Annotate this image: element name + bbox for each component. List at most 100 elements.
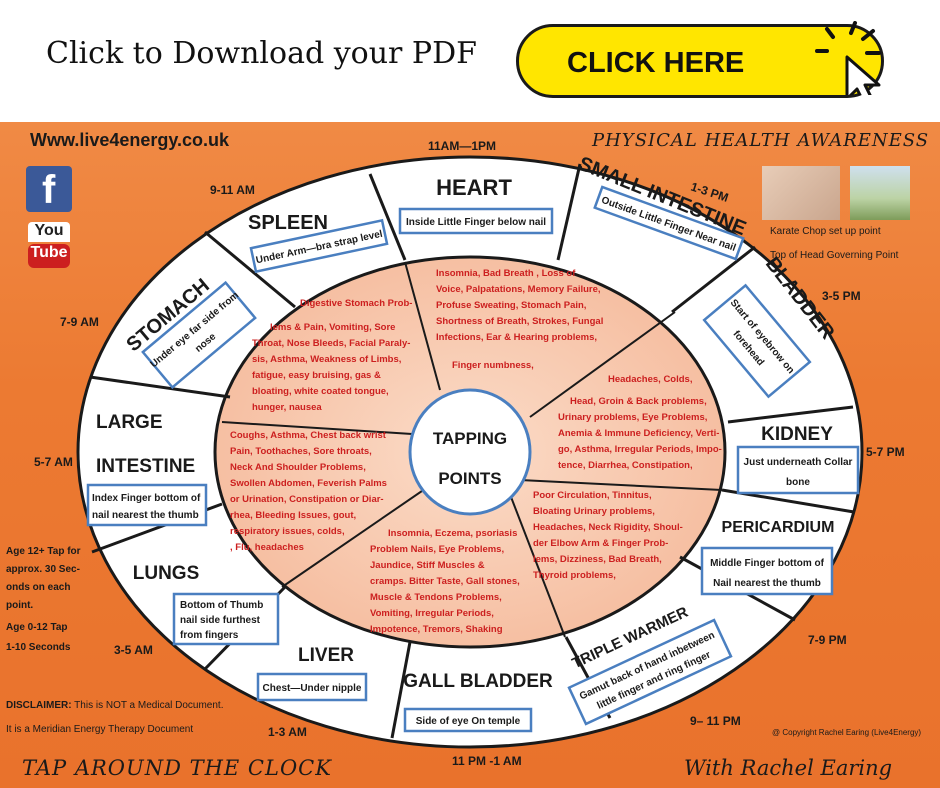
symptom-line: Problem Nails, Eye Problems, [370,544,504,555]
youtube-bottom: Tube [28,244,70,268]
time-5-7am: 5-7 AM [34,455,73,469]
meridian-pericardium: PERICARDIUM [722,519,835,536]
symptom-line: Headaches, Colds, [608,374,692,385]
point-kidney-1: Just underneath Collar [744,457,853,468]
symptoms-pericardium: Poor Circulation, Tinnitus, Bloating Uri… [533,490,683,581]
symptom-line: Headaches, Neck Rigidity, Shoul- [533,522,683,533]
point-large-intestine-2: nail nearest the thumb [92,510,199,521]
meridian-heart: HEART [436,175,512,200]
symptom-line: Pain, Toothaches, Sore throats, [230,446,372,457]
symptom-line: cramps. Bitter Taste, Gall stones, [370,576,520,587]
youtube-icon[interactable]: You Tube [28,222,70,270]
copyright-text: @ Copyright Rachel Earing (Live4Energy) [772,728,922,737]
disclaimer-label: DISCLAIMER: [6,700,72,711]
meridian-gall-bladder: GALL BLADDER [403,671,553,692]
point-lungs-1: Bottom of Thumb [180,600,263,611]
symptom-line: Throat, Nose Bleeds, Facial Paraly- [252,338,410,349]
symptom-line: respiratory issues, colds, [230,526,345,537]
center-label-1: TAPPING [433,429,507,448]
download-banner: Click to Download your PDF CLICK HERE [0,0,940,120]
symptoms-spleen: Digestive Stomach Prob- lems & Pain, Vom… [252,298,412,413]
point-box-gall-bladder [403,707,533,733]
age-note-5: Age 0-12 Tap [6,622,68,633]
point-box-liver [256,672,368,702]
pointer-cursor-icon [815,21,881,95]
symptom-line: fatigue, easy bruising, gas & [252,370,381,381]
point-gall-bladder: Side of eye On temple [416,716,521,727]
center-circle [408,388,532,516]
meridian-spleen: SPLEEN [248,212,328,234]
symptom-line: Coughs, Asthma, Chest back wrist [230,430,387,441]
symptom-line: Finger numbness, [452,360,534,371]
point-box-lungs [172,592,280,646]
point-lungs-2: nail side furthest [180,615,261,626]
point-box-pericardium [700,546,834,596]
age-note-1: Age 12+ Tap for [6,546,81,557]
point-box-stomach [141,280,257,390]
time-3-5pm: 3-5 PM [822,289,861,303]
symptom-line: Insomnia, Eczema, psoriasis [388,528,517,539]
point-kidney-2: bone [786,477,810,488]
age-note-3: onds on each [6,582,71,593]
symptom-line: Jaundice, Stiff Muscles & [370,560,485,571]
time-9-11am: 9-11 AM [210,183,255,197]
point-box-small-intestine [593,185,745,261]
symptom-line: Shortness of Breath, Strokes, Fungal [436,316,603,327]
symptom-line: tence, Diarrhea, Constipation, [558,460,693,471]
symptom-line: Urinary problems, Eye Problems, [558,412,707,423]
click-here-label: CLICK HERE [567,47,745,79]
meridian-clock-diagram: TAPPING POINTS HEART SMALL INTESTINE BLA… [34,139,905,768]
footer-right: With Rachel Earing [684,756,893,780]
point-liver: Chest—Under nipple [263,683,362,694]
disclaimer-text: This is NOT a Medical Document. [74,700,224,711]
symptom-line: Insomnia, Bad Breath , Loss of [436,268,576,279]
facebook-icon[interactable]: f [26,166,72,212]
point-pericardium-2: Nail nearest the thumb [713,578,821,589]
symptom-line: Thyroid problems, [533,570,616,581]
symptom-line: or Urination, Constipation or Diar- [230,494,384,505]
click-here-button[interactable]: CLICK HERE [516,21,884,98]
symptom-line: Neck And Shoulder Problems, [230,462,366,473]
time-3-5am: 3-5 AM [114,643,153,657]
time-1-3am: 1-3 AM [268,725,307,739]
point-box-kidney [736,445,860,495]
inner-dividers [221,261,723,638]
youtube-top: You [28,222,70,242]
disclaimer: DISCLAIMER: This is NOT a Medical Docume… [6,700,223,711]
tapping-chart-poster: TAPPING POINTS HEART SMALL INTESTINE BLA… [0,122,940,788]
symptoms-kidney: Headaches, Colds, Head, Groin & Back pro… [558,374,722,471]
karate-chop-photo [762,166,840,220]
symptom-line: Swollen Abdomen, Feverish Palms [230,478,387,489]
meridian-lungs: LUNGS [133,563,200,584]
poster-title: PHYSICAL HEALTH AWARENESS [592,130,930,151]
age-note-4: point. [6,600,34,611]
symptom-line: Digestive Stomach Prob- [300,298,412,309]
symptom-line: , Flu, headaches [230,542,304,553]
point-pericardium-1: Middle Finger bottom of [710,558,825,569]
symptom-line: lems & Pain, Vomiting, Sore [270,322,395,333]
footer-left: TAP AROUND THE CLOCK [22,756,332,780]
symptom-line: Head, Groin & Back problems, [570,396,707,407]
symptom-line: der Elbow Arm & Finger Prob- [533,538,668,549]
symptom-line: lems, Dizziness, Bad Breath, [533,554,662,565]
symptom-line: Profuse Sweating, Stomach Pain, [436,300,586,311]
time-9-11pm: 9– 11 PM [690,714,741,728]
age-note-2: approx. 30 Sec- [6,564,80,575]
meridian-large-intestine-1: LARGE [96,412,163,433]
meridian-large-intestine-2: INTESTINE [96,456,195,477]
symptom-line: Poor Circulation, Tinnitus, [533,490,652,501]
symptom-line: bloating, white coated tongue, [252,386,389,397]
symptom-line: Voice, Palpatations, Memory Failure, [436,284,601,295]
time-11am-1pm: 11AM—1PM [428,139,496,153]
point-box-large-intestine [86,483,208,527]
website-text: Www.live4energy.co.uk [30,130,230,150]
center-label-2: POINTS [438,469,501,488]
meridian-liver: LIVER [298,645,354,666]
symptom-line: Impotence, Tremors, Shaking [370,624,503,635]
time-7-9pm: 7-9 PM [808,633,847,647]
point-heart: Inside Little Finger below nail [406,217,546,228]
download-text: Click to Download your PDF [46,36,477,71]
symptom-line: Bloating Urinary problems, [533,506,655,517]
facebook-glyph: f [42,168,56,212]
point-box-bladder [702,283,812,399]
